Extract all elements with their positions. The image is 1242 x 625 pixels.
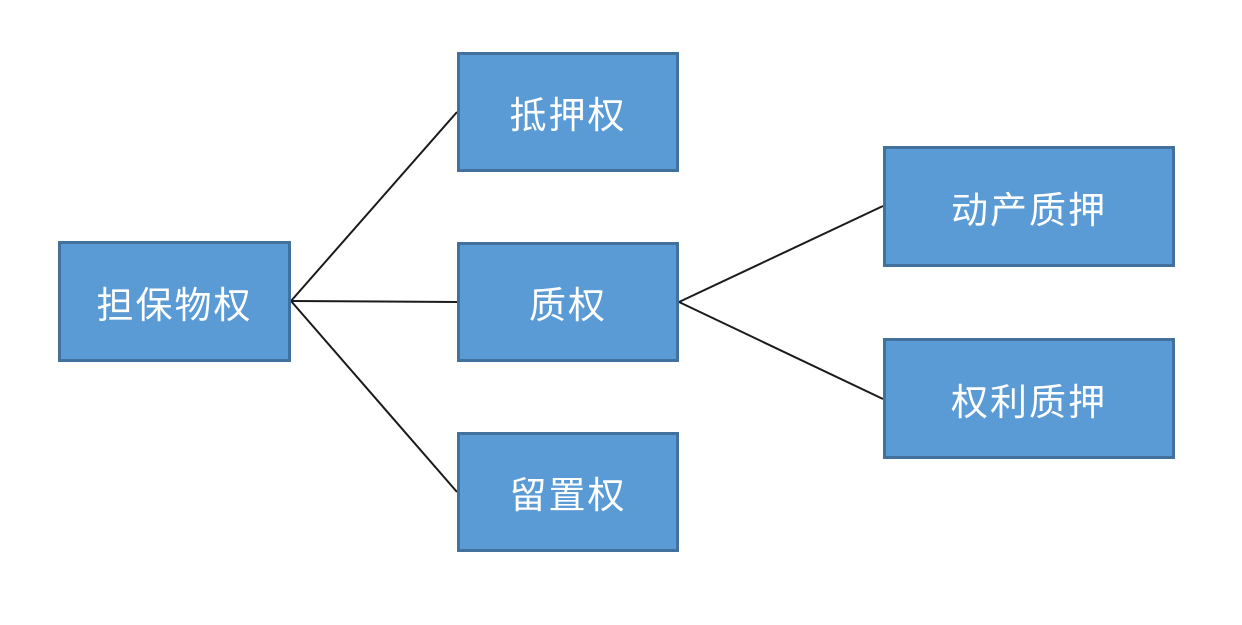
- node-liuzhi-quan: 留置权: [457, 432, 679, 552]
- connector-zhiquan-dongchanzhiya: [678, 205, 884, 303]
- node-zhi-quan-label: 质权: [529, 284, 607, 327]
- node-danbao-wuquan: 担保物权: [58, 241, 291, 362]
- connector-danbaowuquan-diyaquan: [290, 111, 458, 302]
- connector-danbaowuquan-zhiquan: [290, 300, 458, 303]
- node-quanli-zhiya-label: 权利质押: [951, 380, 1107, 424]
- connector-zhiquan-quanlizhiya: [678, 301, 884, 400]
- connector-danbaowuquan-liuzhiquan: [290, 300, 458, 493]
- node-danbao-wuquan-label: 担保物权: [96, 283, 253, 327]
- node-zhi-quan: 质权: [457, 242, 679, 362]
- node-dongchan-zhiya-label: 动产质押: [951, 188, 1107, 232]
- node-diya-quan: 抵押权: [457, 52, 679, 172]
- node-liuzhi-quan-label: 留置权: [509, 474, 627, 517]
- node-quanli-zhiya: 权利质押: [883, 338, 1175, 459]
- node-diya-quan-label: 抵押权: [509, 94, 627, 137]
- node-dongchan-zhiya: 动产质押: [883, 146, 1175, 267]
